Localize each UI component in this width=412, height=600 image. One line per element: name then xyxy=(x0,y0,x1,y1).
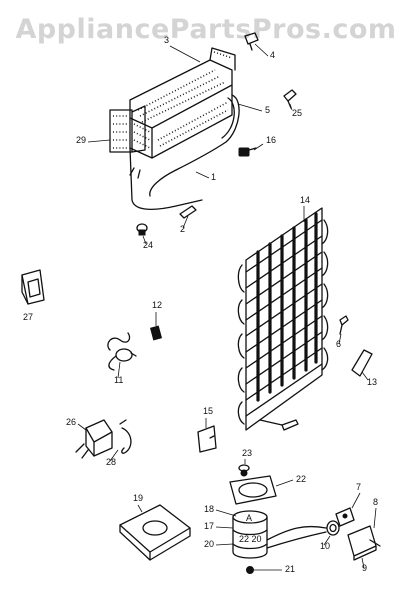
part-label-p12: 12 xyxy=(152,300,162,310)
part-6-screw xyxy=(339,315,349,335)
part-21-grommet xyxy=(246,566,254,574)
part-24-grommet xyxy=(136,223,148,236)
part-label-p8: 8 xyxy=(373,497,378,507)
part-label-p16: 16 xyxy=(266,135,276,145)
part-labels: 3 4 25 5 29 16 1 14 2 24 27 12 11 6 13 15 26 28 23 22 19 18 7 8… xyxy=(23,35,378,574)
part-label-p15: 15 xyxy=(203,406,213,416)
part-27-bracket xyxy=(21,269,45,305)
part-label-p1: 1 xyxy=(211,172,216,182)
part-label-p26: 26 xyxy=(66,417,76,427)
part-28-clip xyxy=(119,419,132,454)
part-label-p24: 24 xyxy=(143,240,153,250)
part-label-p6: 6 xyxy=(336,339,341,349)
compressor-top-mark: A xyxy=(246,513,252,523)
part-label-p5: 5 xyxy=(265,105,270,115)
leader-lines xyxy=(77,43,377,571)
part-label-p4: 4 xyxy=(270,50,275,60)
part-8-terminal-cover xyxy=(347,525,381,561)
part-12-connector xyxy=(149,325,163,341)
part-label-p19: 19 xyxy=(133,493,143,503)
part-label-p17: 17 xyxy=(204,521,214,531)
part-label-p9: 9 xyxy=(362,563,367,573)
part-11-harness xyxy=(107,332,137,371)
part-4-clip xyxy=(244,32,259,51)
part-2-clip xyxy=(179,205,197,219)
part-label-p25: 25 xyxy=(292,108,302,118)
part-16-clip xyxy=(238,147,257,157)
condenser-coil xyxy=(237,207,329,431)
part-10-overload xyxy=(326,520,340,536)
part-label-p3: 3 xyxy=(164,35,169,45)
part-23-grommet xyxy=(238,464,250,477)
part-label-p14: 14 xyxy=(300,195,310,205)
compressor-body-mark: 22 20 xyxy=(239,534,262,544)
part-22-cover xyxy=(229,475,277,505)
part-label-p7: 7 xyxy=(356,482,361,492)
part-label-p13: 13 xyxy=(367,377,377,387)
part-label-p11: 11 xyxy=(114,375,123,385)
compressor: A 22 20 xyxy=(232,510,327,559)
part-label-p2: 2 xyxy=(180,224,185,234)
part-13-bracket xyxy=(351,349,373,377)
part-7-relay xyxy=(335,507,355,527)
part-26-relay xyxy=(75,419,113,459)
part-label-p10: 10 xyxy=(320,541,330,551)
part-15-bracket xyxy=(197,425,217,453)
part-25-screw xyxy=(283,89,297,109)
part-label-p28: 28 xyxy=(106,457,116,467)
part-19-mounting-plate xyxy=(119,504,191,561)
part-label-p18: 18 xyxy=(204,504,214,514)
evaporator-assembly xyxy=(109,47,240,211)
part-label-p20: 20 xyxy=(204,539,214,549)
part-label-p21: 21 xyxy=(285,564,295,574)
part-label-p23: 23 xyxy=(242,448,252,458)
part-label-p27: 27 xyxy=(23,312,33,322)
part-label-p22: 22 xyxy=(296,474,306,484)
part-label-p29: 29 xyxy=(76,135,86,145)
watermark: AppliancePartsPros.com xyxy=(15,14,397,45)
